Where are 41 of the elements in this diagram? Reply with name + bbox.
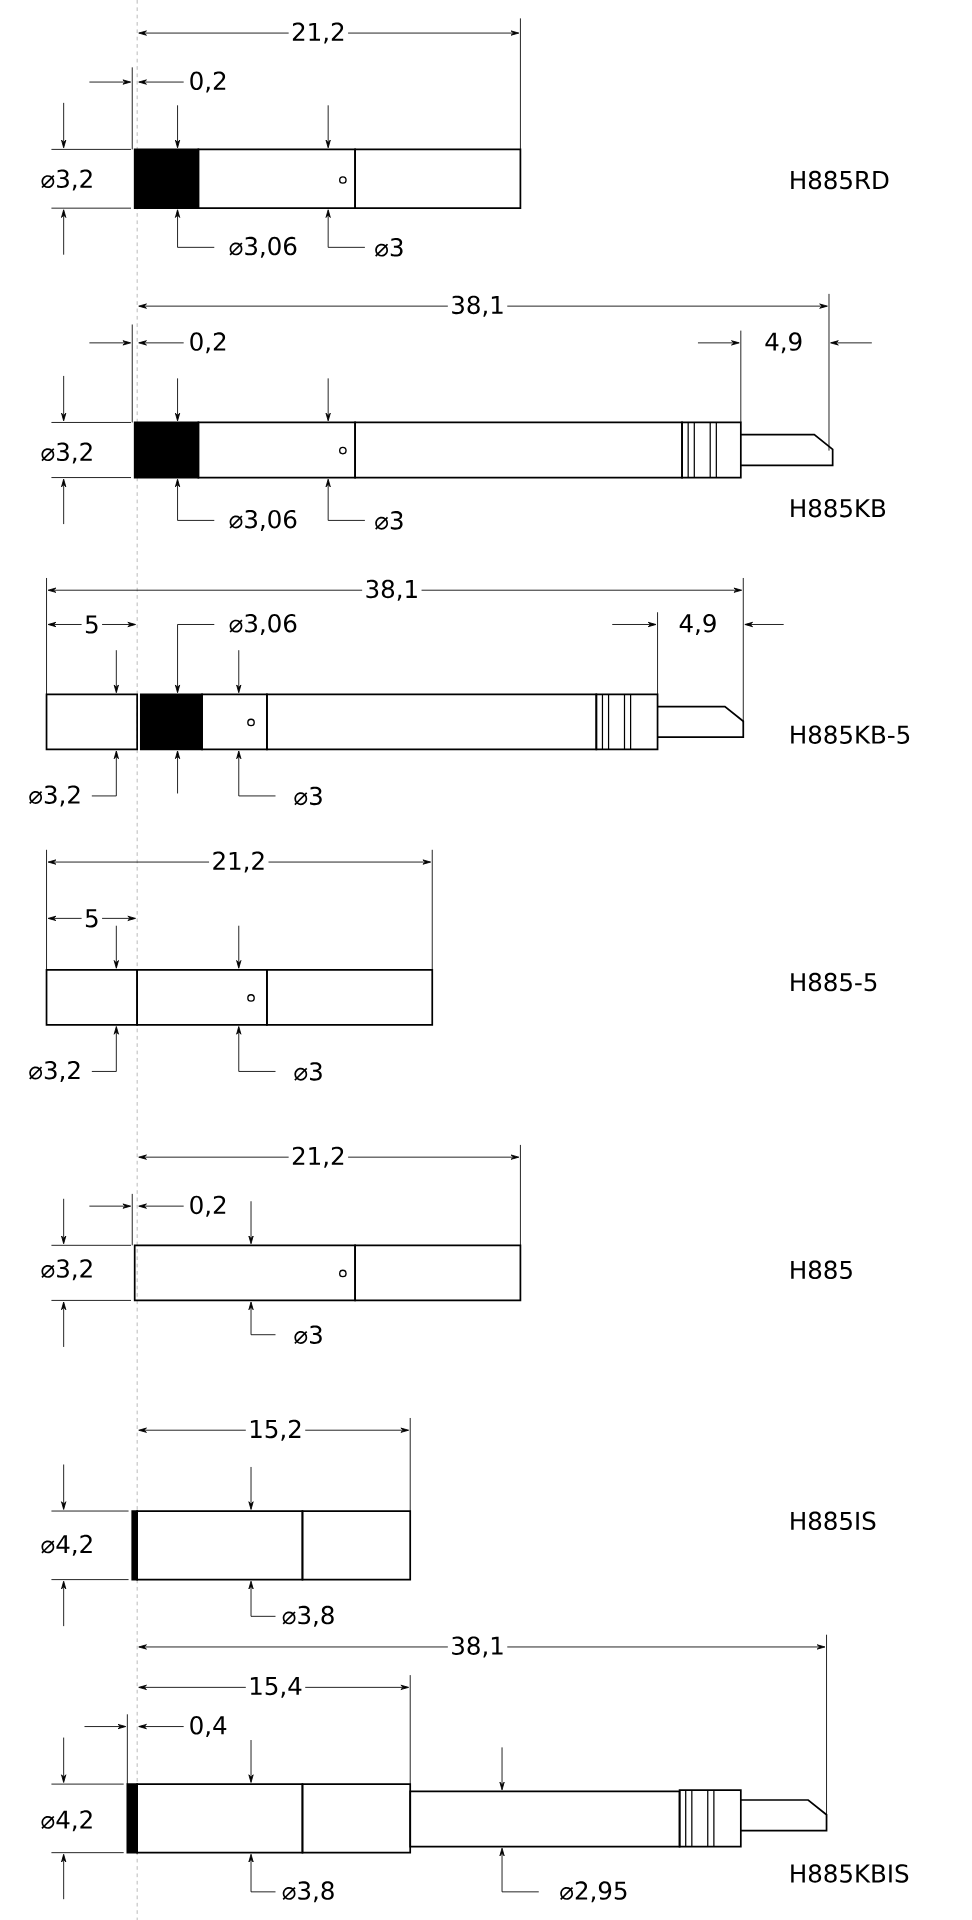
part-number: H885KB-5: [786, 723, 914, 747]
part-number: H885KBIS: [786, 1861, 912, 1886]
part-number: H885RD: [786, 168, 893, 192]
dimension-label: 0,4: [186, 1713, 230, 1740]
part-number: H885: [786, 1258, 857, 1282]
dimension-label: 38,1: [447, 293, 508, 320]
dimension-label: 21,2: [208, 849, 269, 875]
dimension-label: 5: [81, 612, 102, 637]
part-number: H885KB: [786, 496, 890, 520]
dimension-label: ⌀3,2: [37, 440, 97, 467]
dimension-label: ⌀3,06: [226, 234, 301, 261]
dimension-label: 5: [81, 906, 102, 930]
dimension-label: ⌀3,2: [25, 1058, 85, 1085]
part-number: H885IS: [786, 1509, 880, 1533]
dimension-label: ⌀3,8: [279, 1603, 338, 1630]
dimension-label: ⌀3,06: [226, 507, 301, 534]
dimension-label: 38,1: [447, 1634, 508, 1660]
dimension-label: 21,2: [288, 20, 348, 47]
dimension-label: ⌀3: [290, 1059, 327, 1084]
dimension-label: ⌀3,2: [37, 1256, 97, 1283]
dimension-label: 15,4: [245, 1674, 306, 1701]
dimension-label: 0,2: [186, 69, 230, 95]
part-number: H885-5: [786, 970, 881, 994]
dimension-label: ⌀3,2: [25, 782, 85, 809]
dimension-label: ⌀3,2: [37, 167, 97, 193]
dimension-label: 4,9: [675, 611, 720, 638]
dimension-label: 21,2: [288, 1144, 348, 1171]
dimension-label: ⌀3: [290, 784, 327, 808]
dimension-label: 4,9: [761, 329, 806, 356]
dimension-label: ⌀3,06: [226, 611, 301, 638]
dimension-label: ⌀3: [371, 508, 407, 533]
dimension-label: ⌀4,2: [37, 1532, 97, 1559]
dimension-label: ⌀3: [371, 235, 407, 260]
dimension-label: 0,2: [186, 329, 230, 356]
dimension-label: 15,2: [245, 1417, 306, 1444]
dimension-label: ⌀3: [290, 1322, 327, 1347]
dimension-label: ⌀3,8: [279, 1878, 338, 1905]
dimension-label: 38,1: [362, 577, 422, 604]
dimension-label: ⌀2,95: [556, 1878, 631, 1905]
dimension-label: ⌀4,2: [37, 1807, 97, 1834]
dimension-label: 0,2: [186, 1193, 230, 1220]
